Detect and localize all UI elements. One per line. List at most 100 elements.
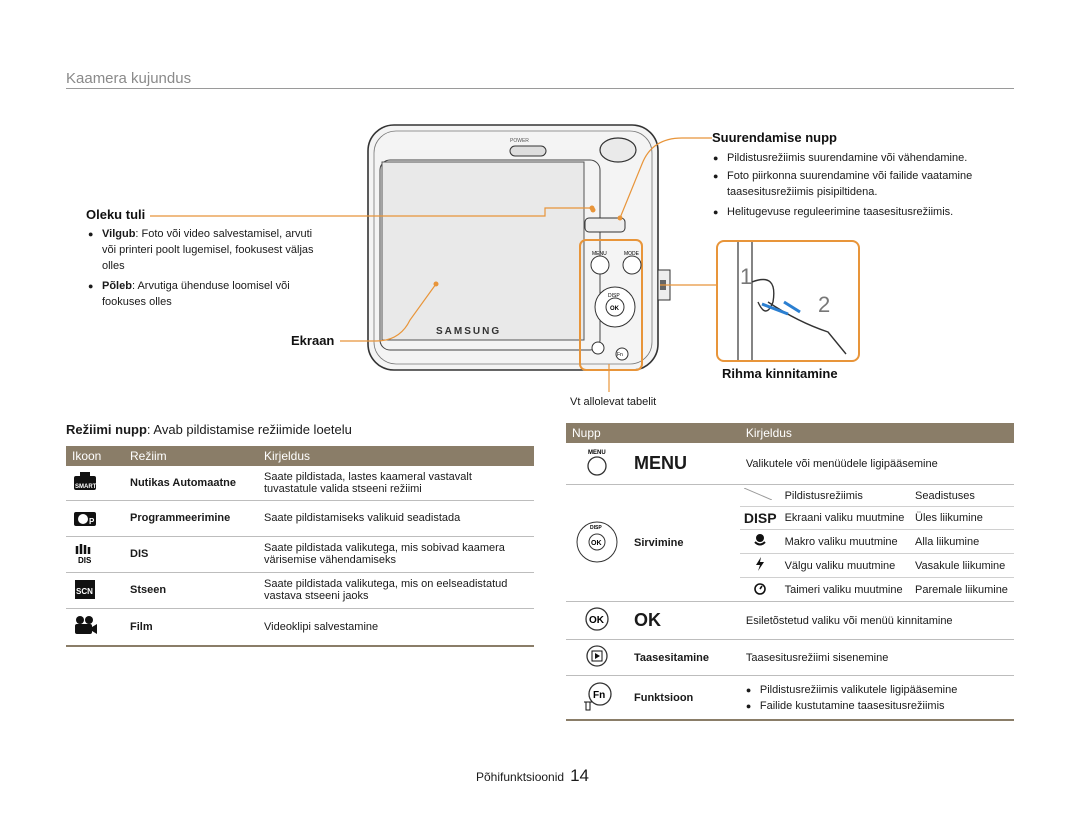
svg-text:SMART: SMART [75, 484, 97, 490]
svg-text:P: P [89, 517, 95, 526]
shooting-action: Taimeri valiku muutmine [784, 583, 903, 596]
strap-leader [660, 284, 718, 286]
setup-action: Paremale liikumine [915, 583, 1008, 596]
mode-description: Saate pildistada, lastes kaameral vastav… [258, 466, 534, 501]
mode-table: Ikoon Režiim Kirjeldus SMART Nutikas Aut… [66, 446, 534, 647]
shooting-action: Välgu valiku muutmine [780, 553, 911, 578]
timer-icon [754, 583, 767, 595]
fn-button-icon: Fn [584, 682, 612, 711]
menu-label: MENU [592, 251, 607, 257]
svg-text:OK: OK [589, 615, 605, 626]
menu-button-description: Valikutele või menüüdele ligipääsemine [739, 443, 1014, 485]
table-row: Fn Funktsioon Pildistusrežiimis valikute… [566, 675, 1014, 721]
mode-name: Film [124, 608, 258, 647]
mode-button-description: Režiimi nupp: Avab pildistamise režiimid… [66, 422, 352, 437]
svg-text:SCN: SCN [76, 587, 93, 596]
ok-label: OK [610, 306, 620, 312]
zoom-list: Pildistusrežiimis suurendamine või vähen… [713, 150, 1013, 220]
menu-button-icon: MENU [587, 450, 607, 476]
mode-name: Stseen [124, 572, 258, 609]
table-row: DISP Ekraani valiku muutmine Üles liikum… [739, 506, 1014, 530]
table-row: SMART Nutikas Automaatne Saate pildistad… [66, 466, 534, 501]
camera-illustration: POWER SAMSUNG MENU MODE OK DISP Fn [367, 124, 671, 371]
mode-description: Videoklipi salvestamine [258, 608, 534, 647]
section-title: Kaamera kujundus [66, 70, 192, 87]
shooting-action: Ekraani valiku muutmine [780, 506, 911, 530]
table-row: SCN Stseen Saate pildistada valikutega, … [66, 572, 534, 609]
disp-icon: DISP [743, 510, 777, 526]
fn-button-label: Funktsioon [628, 675, 740, 721]
status-light-item: Vilgub: Foto või video salvestamisel, ar… [88, 226, 323, 274]
fn-item: Failide kustutamine taasesitusrežiimis [746, 698, 1008, 714]
table-row: Taimeri valiku muutmine Paremale liikumi… [740, 578, 1014, 602]
brand-logo: SAMSUNG [436, 326, 501, 337]
table-row: OK OK Esiletõstetud valiku või menüü kin… [566, 601, 1014, 640]
mode-label: MODE [624, 251, 640, 257]
col-header-description: Kirjeldus [739, 423, 1014, 443]
col-header-description: Kirjeldus [258, 446, 534, 466]
play-button-label: Taasesitamine [628, 639, 740, 676]
see-table-leader [608, 364, 610, 392]
zoom-item: Foto piirkonna suurendamine või failide … [713, 168, 1013, 200]
mode-name: Nutikas Automaatne [124, 466, 258, 501]
mode-name: Programmeerimine [124, 500, 258, 537]
table-row: Film Videoklipi salvestamine [66, 608, 534, 647]
strap-step-2: 2 [818, 292, 830, 317]
play-button-icon [586, 645, 608, 667]
diagonal-divider [743, 487, 773, 501]
smart-auto-icon: SMART [72, 470, 98, 492]
svg-text:Fn: Fn [593, 690, 605, 701]
sub-header-setup: Seadistuses [911, 485, 1014, 507]
nav-subtable: Pildistusrežiimis Seadistuses DISP Ekraa… [739, 485, 1014, 602]
fn-label: Fn [617, 352, 623, 358]
button-table: Nupp Kirjeldus MENU MENU Valikutele või … [566, 423, 1014, 721]
ok-button-label: OK [628, 601, 740, 640]
mode-description: Saate pildistada valikutega, mis sobivad… [258, 536, 534, 573]
setup-action: Üles liikumine [911, 506, 1014, 530]
zoom-item: Pildistusrežiimis suurendamine või vähen… [713, 150, 1013, 166]
mode-description: Saate pildistamiseks valikuid seadistada [258, 500, 534, 537]
svg-text:MENU: MENU [588, 450, 606, 456]
ok-button-description: Esiletõstetud valiku või menüü kinnitami… [739, 601, 1014, 640]
setup-action: Alla liikumine [911, 529, 1014, 554]
strap-inset: 1 2 [716, 240, 860, 362]
col-header-button: Nupp [566, 423, 740, 443]
nav-button-label: Sirvimine [628, 484, 740, 602]
shooting-action: Makro valiku muutmine [780, 529, 911, 554]
power-label: POWER [510, 138, 529, 144]
status-light-list: Vilgub: Foto või video salvestamisel, ar… [88, 226, 323, 310]
mode-button-term: Režiimi nupp [66, 422, 147, 437]
flash-icon [756, 557, 765, 571]
strap-illustration: 1 2 [737, 242, 847, 360]
dis-icon: DIS [72, 542, 98, 565]
page-number: 14 [570, 766, 589, 785]
strap-title: Rihma kinnitamine [722, 366, 838, 381]
status-light-title: Oleku tuli [86, 207, 146, 222]
disp-label: DISP [608, 293, 620, 299]
table-row: Välgu valiku muutmine Vasakule liikumine [739, 553, 1014, 578]
status-light-item: Põleb: Arvutiga ühenduse loomisel või fo… [88, 278, 323, 310]
status-light-leader [150, 205, 595, 217]
mode-button-text: : Avab pildistamise režiimide loetelu [146, 422, 352, 437]
fn-button-list: Pildistusrežiimis valikutele ligipääsemi… [746, 682, 1008, 714]
screen-leader [340, 281, 439, 342]
zoom-item: Helitugevuse reguleerimine taasesitusrež… [713, 204, 1013, 220]
sub-header-shooting: Pildistusrežiimis [780, 485, 911, 507]
zoom-leader [617, 137, 712, 221]
program-icon: P [72, 506, 98, 528]
scene-icon: SCN [72, 578, 98, 600]
svg-text:DIS: DIS [78, 556, 92, 564]
table-row: DIS DIS Saate pildistada valikutega, mis… [66, 536, 534, 573]
title-divider [66, 88, 1014, 89]
table-row: MENU MENU Valikutele või menüüdele ligip… [566, 443, 1014, 485]
movie-icon [72, 614, 98, 636]
setup-action: Vasakule liikumine [911, 553, 1014, 578]
see-table-note: Vt allolevat tabelit [570, 396, 657, 408]
mode-description: Saate pildistada valikutega, mis on eels… [258, 572, 534, 609]
menu-button-label: MENU [628, 443, 740, 485]
table-row: Taasesitamine Taasesitusrežiimi sisenemi… [566, 639, 1014, 676]
screen-title: Ekraan [291, 333, 335, 348]
